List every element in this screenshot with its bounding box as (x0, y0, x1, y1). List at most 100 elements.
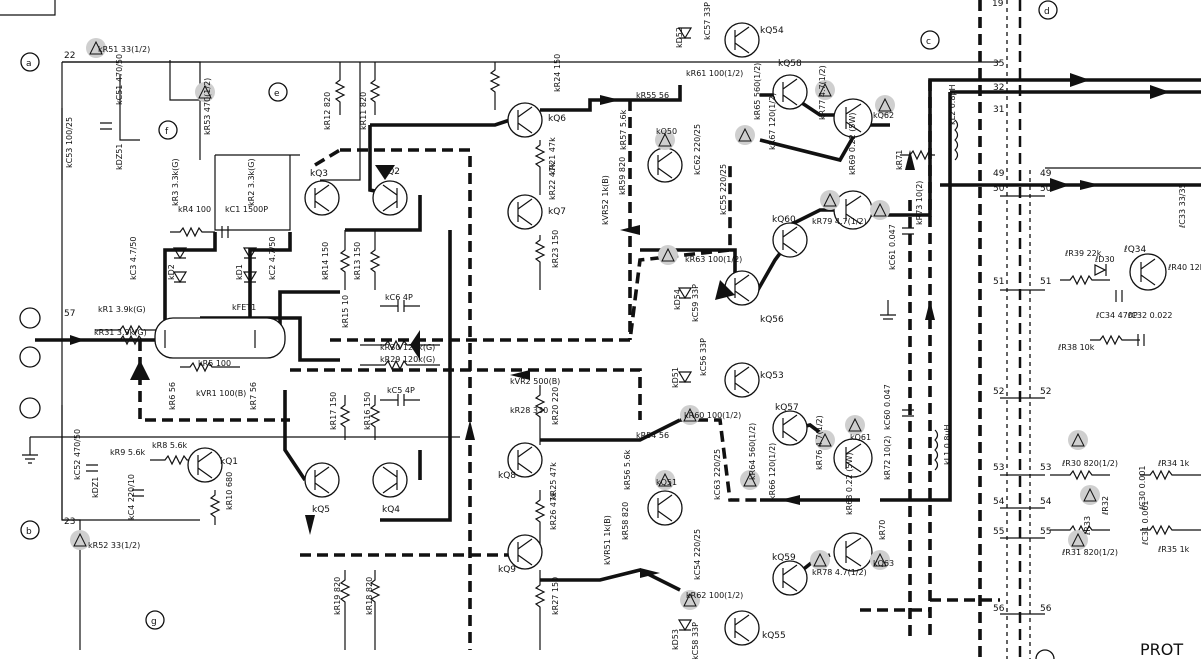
node-r52: 52 (1040, 387, 1051, 397)
label-kr1: kR1 3.9k(G) (98, 305, 146, 314)
label-kq6: kQ6 (548, 114, 566, 124)
label-kr63: kR63 100(1/2) (685, 255, 742, 264)
resistor-kr30 (360, 339, 440, 351)
terminal-d: d (1038, 0, 1058, 20)
label-kr53: kR53 470(1/2) (203, 78, 212, 135)
node-r54: 54 (1040, 497, 1052, 507)
resistor-kr29 (360, 359, 440, 371)
label-lr34: ℓR34 1k (1157, 459, 1190, 468)
label-kr76: kR76 4.7(1/2) (815, 415, 824, 470)
label-kq59: kQ59 (772, 553, 796, 563)
label-kr15: kR15 10 (341, 295, 350, 328)
label-kr12: kR12 820 (323, 92, 332, 130)
label-kr29: kR29 120k(G) (380, 355, 435, 364)
label-kvr52: kVR52 1k(B) (601, 175, 610, 225)
label-kc63: kC63 220/25 (713, 449, 722, 500)
resistor-kr23 (534, 235, 546, 290)
label-kr77: kR77 4.7(1/2) (818, 65, 827, 120)
output-bus-top (860, 78, 1201, 217)
label-kr79: kR79 4.7(1/2) (812, 217, 867, 226)
transistor-kq7 (507, 194, 543, 230)
label-kq2: kQ2 (382, 167, 400, 177)
label-kq9: kQ9 (498, 565, 516, 575)
capacitor-kc52 (86, 464, 98, 472)
label-lc34: ℓC34 470P (1095, 311, 1138, 320)
capacitor-kc53 (100, 122, 112, 130)
node-51: 51 (993, 277, 1004, 287)
node-57: 57 (64, 309, 75, 319)
label-lc30: ℓC30 0.001 (1138, 465, 1147, 511)
label-kr16: kR16 150 (363, 392, 372, 430)
node-r50: 50 (1040, 184, 1052, 194)
label-kr7: kR7 56 (249, 382, 258, 410)
kq5-drive-path (283, 390, 307, 481)
label-lr35: ℓR35 1k (1157, 545, 1190, 554)
transistor-kq58 (772, 74, 808, 110)
resistor-kr26 (534, 490, 546, 545)
node-r53: 53 (1040, 463, 1051, 473)
label-kq50: kQ50 (656, 127, 677, 136)
label-kq5: kQ5 (312, 505, 330, 515)
upper-output-path (759, 123, 890, 163)
label-kr66: kR66 120(1/2) (768, 443, 777, 500)
kq8-to-kq51-path (540, 418, 681, 442)
label-kc62: kC62 220/25 (693, 124, 702, 175)
label-kr5: kR5 100 (198, 359, 231, 368)
label-lr39: ℓR39 22k (1064, 249, 1102, 258)
label-kl1: kL1 0.8μH (943, 424, 952, 465)
svg-text:e: e (274, 89, 280, 99)
label-kc55: kC55 220/25 (719, 164, 728, 215)
label-kq53: kQ53 (760, 371, 784, 381)
transistor-kq52 (647, 147, 683, 183)
label-kc4: kC4 220/10 (127, 474, 136, 520)
diode-kd2b (172, 271, 188, 284)
label-kd51: kD51 (671, 367, 680, 388)
diode-kd51 (677, 371, 693, 384)
kr3-kr2-wire (214, 155, 291, 231)
node-19: 19 (992, 0, 1004, 9)
resistor-kr1 (95, 324, 160, 336)
label-kq57: kQ57 (775, 403, 799, 413)
label-kq58: kQ58 (778, 59, 802, 69)
input-connector-3 (19, 397, 41, 419)
feedback-path-g (680, 418, 760, 502)
diode-kd53 (677, 619, 693, 632)
label-kvr51: kVR51 1k(B) (603, 515, 612, 565)
label-kfet1: kFET1 (232, 303, 256, 312)
label-lc33: ℓC33 33/35 (1178, 183, 1187, 229)
label-kr19: kR19 820 (333, 577, 342, 615)
fet-gates (164, 330, 256, 348)
label-kr70: kR70 (878, 520, 887, 540)
label-kq62: kQ62 (873, 111, 894, 120)
svg-text:b: b (26, 527, 32, 537)
label-kr64: kR64 560(1/2) (748, 423, 757, 480)
label-kc61: kC61 0.047 (888, 224, 897, 270)
label-lr30: ℓR30 820(1/2) (1061, 459, 1118, 468)
label-kd53: kD53 (671, 629, 680, 650)
label-kq56: kQ56 (760, 315, 784, 325)
input-connector-1 (19, 307, 41, 329)
label-kq8: kQ8 (498, 471, 516, 481)
label-kr13: kR13 150 (353, 242, 362, 280)
label-kr30: kR30 120k(G) (380, 343, 435, 352)
label-kr55: kR55 56 (636, 91, 669, 100)
diode-kd52 (677, 27, 693, 40)
label-kvr1: kVR1 100(B) (196, 389, 246, 398)
resistor-kr8 (150, 454, 195, 466)
kc51-wire (119, 75, 140, 141)
capacitor-lc34 (1115, 290, 1123, 302)
resistor-kr11 (369, 62, 381, 115)
node-31: 31 (993, 105, 1004, 115)
label-kr58: kR58 820 (621, 502, 630, 540)
label-kvr2: kVR2 500(B) (510, 377, 560, 386)
transistor-kq1 (187, 447, 223, 483)
resistor-kr14 (339, 230, 351, 290)
transistor-kq4 (372, 462, 408, 498)
node-r55: 55 (1040, 527, 1051, 537)
diode-kd1 (242, 247, 258, 260)
label-kd1: kD1 (235, 264, 244, 280)
label-lc32: ℓC32 0.022 (1127, 311, 1173, 320)
label-kc2: kC2 4.7/50 (268, 237, 277, 280)
resistor-kr27 (534, 570, 546, 650)
label-kc53: kC53 100/25 (65, 117, 74, 168)
